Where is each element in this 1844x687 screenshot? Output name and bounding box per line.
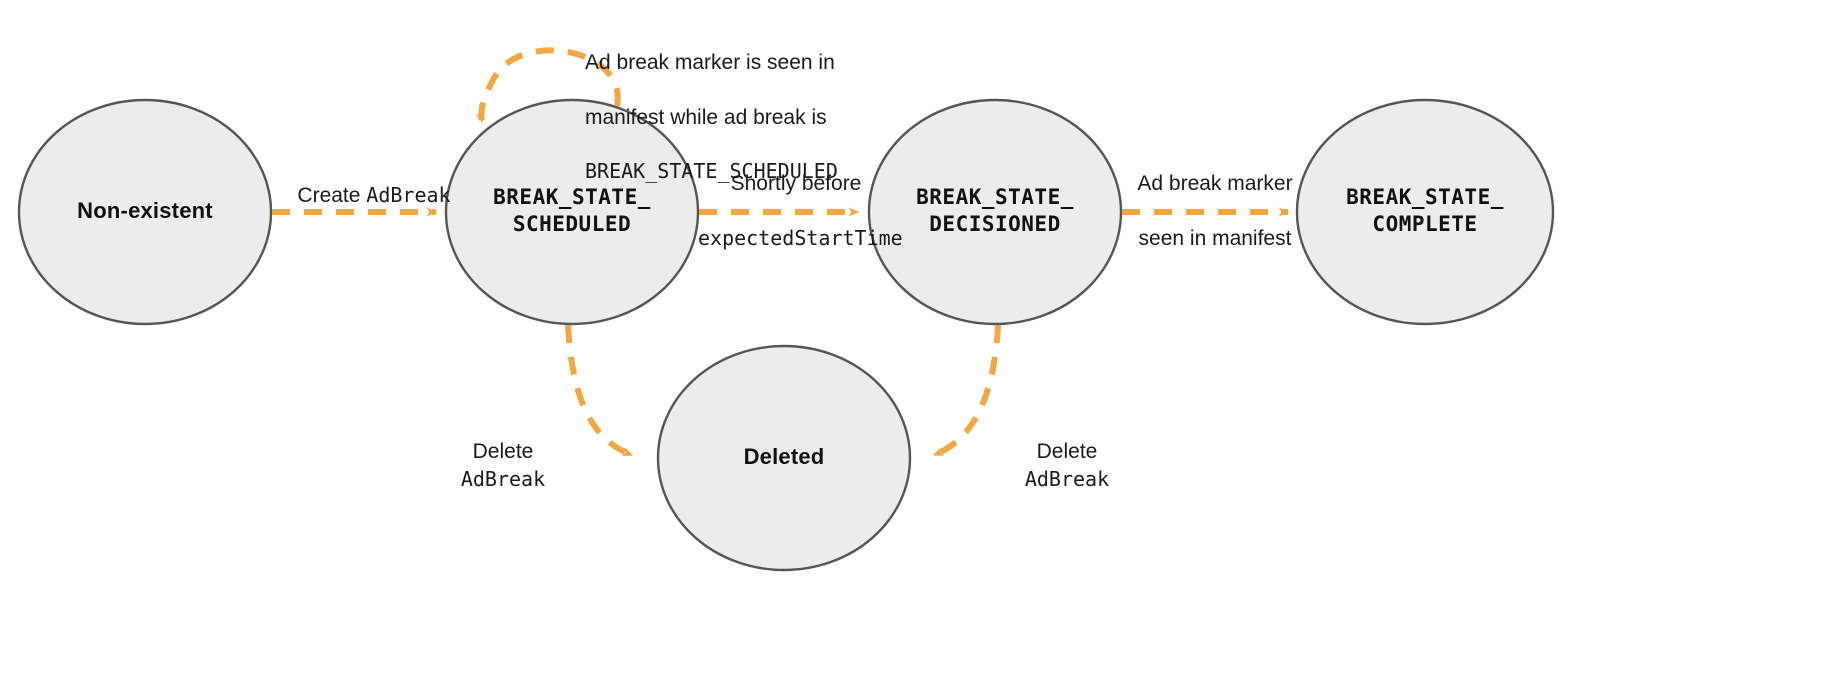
- edges-group: [272, 47, 1290, 458]
- node-break-state-complete[interactable]: [1295, 98, 1555, 326]
- node-break-state-scheduled[interactable]: [444, 98, 700, 326]
- edge-marker-seen-while-scheduled[interactable]: [475, 47, 621, 124]
- edge-delete-adbreak-from-scheduled[interactable]: [565, 324, 634, 458]
- node-deleted[interactable]: [656, 344, 912, 572]
- node-break-state-decisioned[interactable]: [867, 98, 1123, 326]
- nodes-group: [17, 98, 1555, 572]
- edge-delete-adbreak-from-decisioned[interactable]: [932, 324, 1001, 458]
- node-non-existent[interactable]: [17, 98, 273, 326]
